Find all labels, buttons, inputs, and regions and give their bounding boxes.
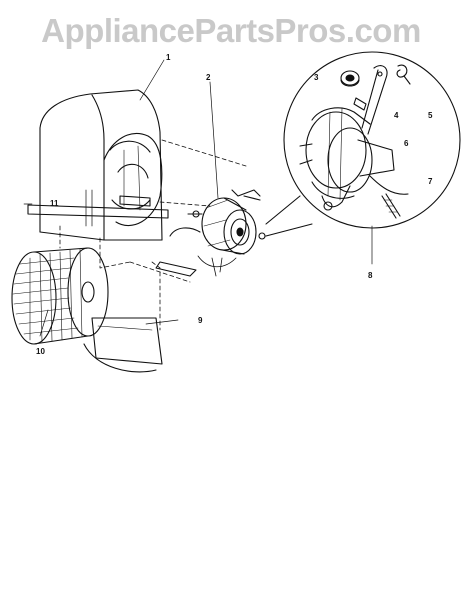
watermark-logo: AppliancePartsPros.com xyxy=(41,12,421,49)
bolt xyxy=(381,193,401,219)
grommet xyxy=(340,70,360,87)
motor xyxy=(155,189,266,277)
cutoff-panel xyxy=(83,317,163,373)
blower-wheel xyxy=(11,247,109,345)
callout-6: 6 xyxy=(404,139,409,148)
motor-mount xyxy=(299,107,409,211)
callout-8: 8 xyxy=(368,271,373,280)
callout-7: 7 xyxy=(428,177,433,186)
callout-4: 4 xyxy=(394,111,399,120)
detail-circle xyxy=(265,51,461,237)
assembly-lines xyxy=(59,139,247,331)
mounting-bracket xyxy=(353,65,388,135)
callout-2: 2 xyxy=(206,73,211,82)
callout-9: 9 xyxy=(198,316,203,325)
callout-11: 11 xyxy=(50,199,59,208)
leader-lines xyxy=(23,59,373,337)
callout-10: 10 xyxy=(36,347,45,356)
blower-housing xyxy=(27,89,169,241)
callout-3: 3 xyxy=(314,73,319,82)
retaining-clip xyxy=(396,64,411,85)
callout-1: 1 xyxy=(166,53,171,62)
callout-5: 5 xyxy=(428,111,433,120)
